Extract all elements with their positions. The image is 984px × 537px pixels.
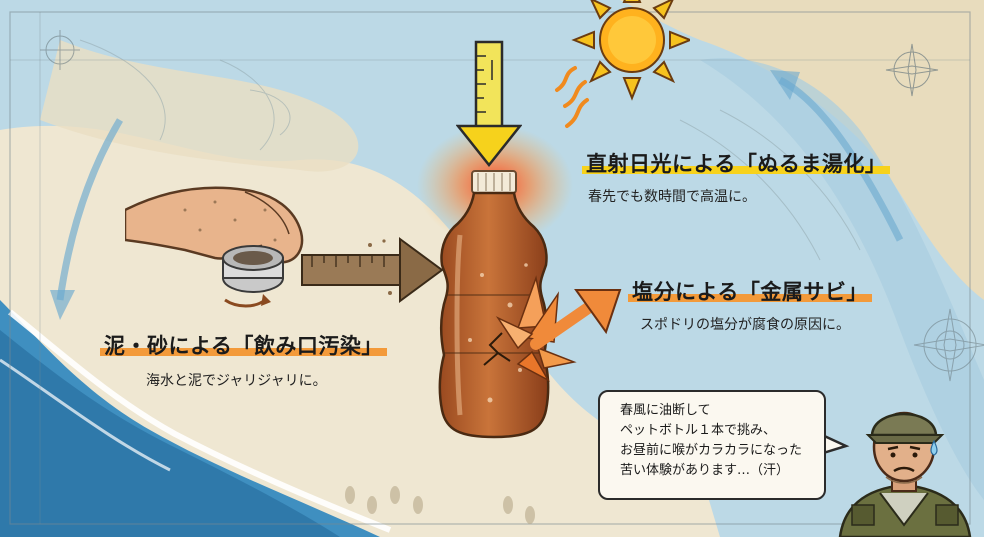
salt-heading: 塩分による「金属サビ」 bbox=[628, 276, 872, 306]
speech-bubble: 春風に油断して ペットボトル１本で挑み、 お昼前に喉がカラカラになった 苦い体験… bbox=[598, 390, 826, 500]
sand-heading: 泥・砂による「飲み口汚染」 bbox=[100, 330, 387, 360]
right-arrow-icon bbox=[301, 237, 444, 303]
speech-line: ペットボトル１本で挑み、 bbox=[620, 423, 777, 438]
salt-heading-text: 塩分による「金属サビ」 bbox=[628, 280, 872, 304]
sand-heading-text: 泥・砂による「飲み口汚染」 bbox=[100, 334, 387, 358]
salt-description: スポドリの塩分が腐食の原因に。 bbox=[640, 317, 850, 333]
speech-line: 苦い体験があります…（汗） bbox=[620, 463, 790, 478]
speech-line: お昼前に喉がカラカラになった bbox=[620, 443, 803, 458]
sand-description: 海水と泥でジャリジャリに。 bbox=[146, 373, 327, 389]
heat-wave-icon bbox=[555, 66, 589, 128]
hand-with-cap-illustration bbox=[125, 186, 304, 308]
down-arrow-icon bbox=[456, 40, 522, 168]
angler-character-illustration bbox=[838, 411, 972, 537]
sunlight-description: 春先でも数時間で高温に。 bbox=[588, 189, 756, 205]
sunlight-heading: 直射日光による「ぬるま湯化」 bbox=[582, 148, 891, 178]
bottle-illustration bbox=[438, 170, 550, 439]
sunlight-heading-text: 直射日光による「ぬるま湯化」 bbox=[582, 152, 891, 176]
rust-crystal-icon bbox=[495, 275, 622, 382]
sun-icon bbox=[571, 0, 690, 101]
speech-line: 春風に油断して bbox=[620, 403, 711, 418]
